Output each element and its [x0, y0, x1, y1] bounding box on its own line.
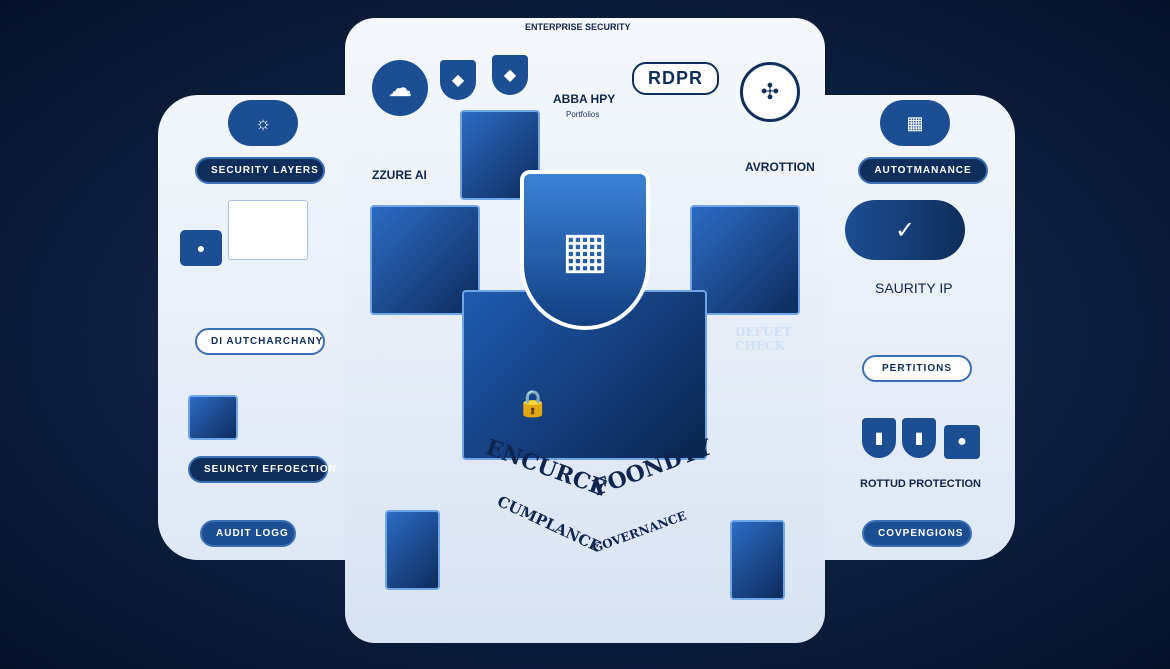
audit-logg-pill: AUDIT LOGG	[200, 520, 296, 547]
shield-lock-icon: ▮	[862, 418, 896, 458]
central-shield-icon: ▦	[520, 170, 650, 330]
rottud-protection-label: ROTTUD PROTECTION	[860, 478, 981, 490]
server-stack-left	[370, 205, 480, 315]
diagram-title: ENTERPRISE SECURITY	[525, 22, 631, 32]
pertitions-pill: PERTITIONS	[862, 355, 972, 382]
cloud-user-icon: ☁	[372, 60, 428, 116]
lock-icon: ●	[180, 230, 222, 266]
autotmanance-pill: AUTOTMANANCE	[858, 157, 988, 184]
shield-icon: ◆	[492, 55, 528, 95]
dashboard-window	[228, 200, 308, 260]
security-layers-pill: SECURITY LAYERS	[195, 157, 325, 184]
saurity-ip-label: SAURITY IP	[875, 280, 953, 296]
server-cube	[730, 520, 785, 600]
lock-icon: ●	[944, 425, 980, 459]
defuet-check-label: DEFUET CHECK	[735, 325, 792, 353]
cloud-icon: ▦	[880, 100, 950, 146]
zure-ai-label: ZZURE AI	[372, 168, 427, 182]
abba-label: ABBA HPY	[553, 92, 616, 106]
abba-sub: Portfolios	[566, 110, 600, 119]
cloud-icon: ☼	[228, 100, 298, 146]
server-cube	[188, 395, 238, 440]
avrottion-label: AVROTTION	[745, 160, 815, 174]
padlock-icon: 🔒	[516, 387, 550, 418]
server-cube	[385, 510, 440, 590]
network-icon: ✣	[740, 62, 800, 122]
rdpr-badge: RDPR	[632, 62, 720, 95]
cloud-check-icon: ✓	[845, 200, 965, 260]
shield-lock-icon: ▮	[902, 418, 936, 458]
security-effoection-pill: SEUNCTY EFFOECTION	[188, 456, 336, 483]
server-stack-right	[690, 205, 800, 315]
di-autcharchany-pill: DI AUTCHARCHANY	[195, 328, 325, 355]
covpengions-pill: COVPENGIONS	[862, 520, 972, 547]
shield-icon: ◆	[440, 60, 476, 100]
